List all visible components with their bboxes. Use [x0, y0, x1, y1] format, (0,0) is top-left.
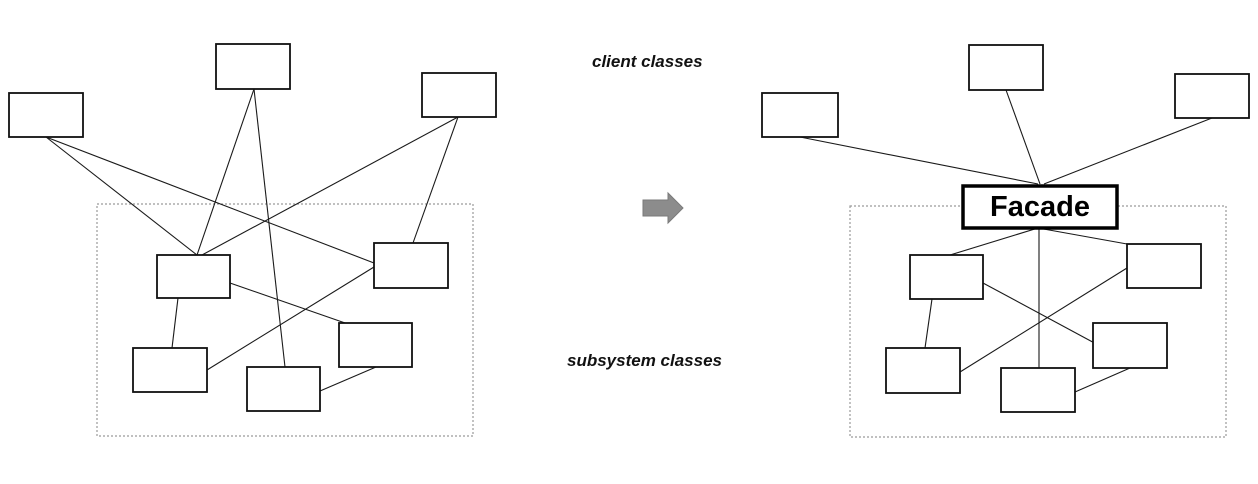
connection-line	[1074, 367, 1131, 393]
connection-line	[196, 88, 255, 256]
connection-line	[229, 282, 349, 325]
right-client-classes	[761, 44, 1250, 138]
connection-line	[924, 298, 933, 349]
client-class-box	[8, 92, 84, 138]
subsystem-class-box	[156, 254, 231, 299]
client-class-box	[215, 43, 291, 90]
connection-line	[1043, 117, 1213, 185]
right-subsystem-classes	[885, 243, 1202, 413]
left-diagram	[8, 43, 497, 437]
connection-line	[206, 266, 375, 371]
facade-label: Facade	[990, 191, 1090, 223]
connection-line	[1037, 227, 1128, 245]
client-class-box	[421, 72, 497, 118]
client-class-box	[761, 92, 839, 138]
client-class-box	[1174, 73, 1250, 119]
subsystem-class-box	[1092, 322, 1168, 369]
right-connections	[799, 89, 1213, 393]
connection-line	[412, 116, 459, 244]
subsystem-class-box	[246, 366, 321, 412]
connection-line	[253, 88, 286, 368]
connection-line	[982, 282, 1101, 347]
connection-line	[959, 267, 1128, 373]
client-classes-label: client classes	[592, 52, 703, 71]
right-diagram	[761, 44, 1250, 438]
connection-line	[201, 116, 459, 256]
facade-box	[961, 184, 1119, 230]
subsystem-class-box	[338, 322, 413, 368]
subsystem-class-box	[1126, 243, 1202, 289]
subsystem-classes-label: subsystem classes	[567, 351, 722, 370]
connection-line	[319, 366, 377, 392]
client-class-box	[968, 44, 1044, 91]
subsystem-class-box	[909, 254, 984, 300]
left-subsystem-boundary	[96, 203, 474, 437]
connection-line	[1005, 89, 1041, 185]
subsystem-class-box	[132, 347, 208, 393]
left-subsystem-classes	[132, 242, 449, 412]
subsystem-class-box	[885, 347, 961, 394]
arrow-shape	[642, 191, 684, 225]
connection-line	[45, 136, 375, 264]
connection-line	[799, 136, 1039, 185]
subsystem-class-box	[373, 242, 449, 289]
connection-line	[949, 227, 1039, 256]
connection-line	[171, 297, 179, 349]
subsystem-class-box	[1000, 367, 1076, 413]
transform-arrow-icon	[642, 191, 684, 225]
left-client-classes	[8, 43, 497, 138]
connection-line	[45, 136, 198, 256]
left-connections	[45, 88, 459, 392]
